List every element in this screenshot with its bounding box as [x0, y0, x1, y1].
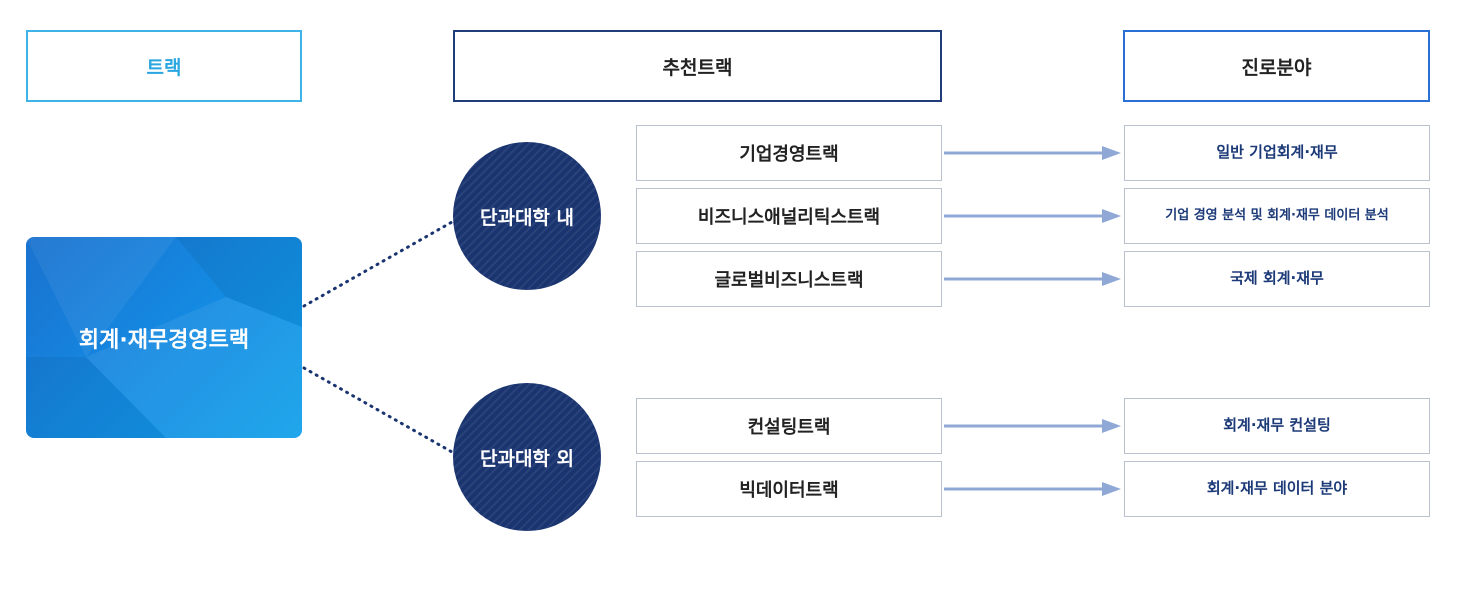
- header-career-field: 진로분야: [1123, 30, 1430, 102]
- header-recommended-track: 추천트랙: [453, 30, 942, 102]
- arrow-2: [944, 209, 1121, 223]
- track-box-business-analytics: 비즈니스애널리틱스트랙: [636, 188, 942, 244]
- main-track-card: 회계·재무경영트랙: [26, 237, 302, 438]
- track-box-corporate-management: 기업경영트랙: [636, 125, 942, 181]
- dotted-connector-out: [302, 366, 454, 454]
- header-track: 트랙: [26, 30, 302, 102]
- arrow-3: [944, 272, 1121, 286]
- arrow-4: [944, 419, 1121, 433]
- group-circle-outside: 단과대학 외: [453, 383, 601, 531]
- track-box-consulting: 컨설팅트랙: [636, 398, 942, 454]
- arrow-5: [944, 482, 1121, 496]
- group-circle-inside: 단과대학 내: [453, 142, 601, 290]
- group-label-outside: 단과대학 외: [479, 447, 574, 470]
- group-label-inside: 단과대학 내: [479, 206, 574, 229]
- career-box-analysis-data: 기업 경영 분석 및 회계·재무 데이터 분석: [1124, 188, 1430, 244]
- card-background-pattern: [26, 237, 302, 438]
- career-box-consulting: 회계·재무 컨설팅: [1124, 398, 1430, 454]
- career-box-corporate-accounting: 일반 기업회계·재무: [1124, 125, 1430, 181]
- dotted-connector-in: [302, 220, 454, 308]
- track-box-big-data: 빅데이터트랙: [636, 461, 942, 517]
- career-box-international-accounting: 국제 회계·재무: [1124, 251, 1430, 307]
- main-track-label: 회계·재무경영트랙: [78, 327, 250, 353]
- track-box-global-business: 글로벌비즈니스트랙: [636, 251, 942, 307]
- arrow-1: [944, 146, 1121, 160]
- career-box-data-field: 회계·재무 데이터 분야: [1124, 461, 1430, 517]
